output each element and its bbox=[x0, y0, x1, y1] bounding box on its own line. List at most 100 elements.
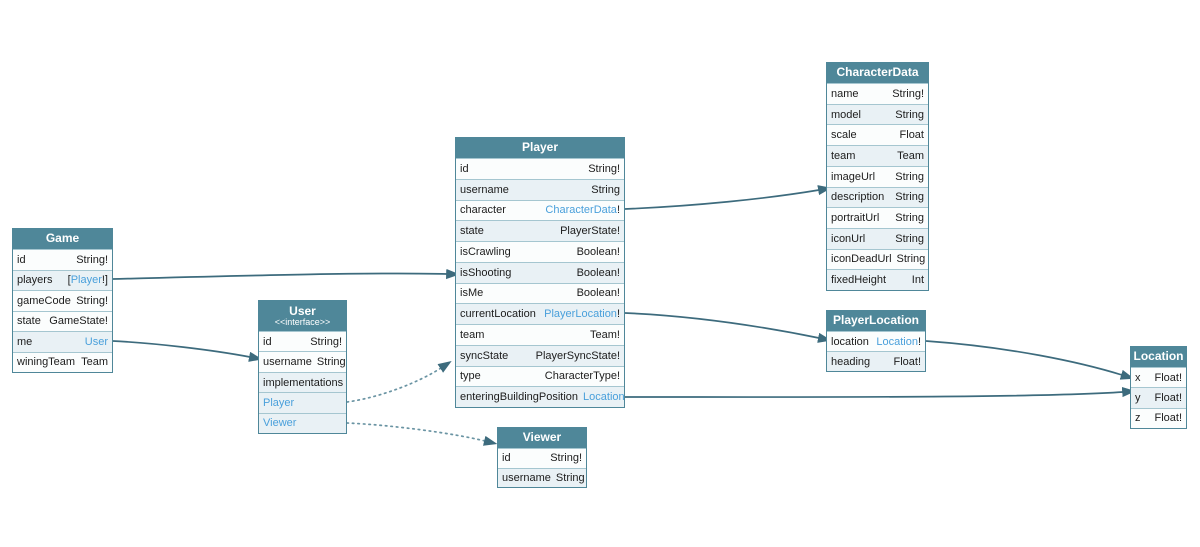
field-name: enteringBuildingPosition bbox=[460, 391, 579, 404]
type-link[interactable]: PlayerLocation bbox=[544, 308, 617, 321]
field-row-Player[interactable]: Player bbox=[259, 392, 346, 413]
field-row-id[interactable]: id String! bbox=[13, 249, 112, 270]
field-name: username bbox=[502, 471, 551, 484]
type-link[interactable]: Player bbox=[70, 274, 102, 287]
edge-playerlocation-location-to-location bbox=[925, 340, 1135, 380]
table-header-player[interactable]: Player bbox=[456, 138, 624, 158]
field-type: Float! bbox=[1154, 392, 1182, 404]
field-row-Viewer[interactable]: Viewer bbox=[259, 412, 346, 434]
field-name-link[interactable]: Viewer bbox=[263, 417, 297, 430]
edge-player-enteringposition-to-location bbox=[624, 386, 1136, 398]
field-name: players bbox=[17, 274, 53, 287]
field-name: model bbox=[831, 108, 861, 121]
field-type: PlayerLocation! bbox=[544, 308, 620, 320]
type-text: String bbox=[895, 232, 924, 245]
field-name: id bbox=[502, 452, 511, 465]
field-type: Boolean! bbox=[577, 267, 620, 279]
table-header-game[interactable]: Game bbox=[13, 229, 112, 249]
field-name: state bbox=[17, 315, 41, 328]
type-text: PlayerSyncState! bbox=[535, 349, 620, 362]
field-row-implementations[interactable]: implementations bbox=[259, 371, 346, 393]
type-text: String bbox=[895, 191, 924, 204]
type-link[interactable]: CharacterData bbox=[545, 204, 617, 217]
type-text: GameState! bbox=[49, 315, 108, 328]
field-type: Boolean! bbox=[577, 287, 620, 299]
field-type: String bbox=[895, 191, 924, 203]
table-title: Location bbox=[1133, 349, 1184, 364]
field-type: String bbox=[895, 233, 924, 245]
field-name: scale bbox=[831, 129, 857, 142]
field-type: String bbox=[591, 184, 620, 196]
field-row-model[interactable]: model String bbox=[827, 103, 928, 125]
table-header-user[interactable]: User<<interface>> bbox=[259, 301, 346, 331]
field-name: z bbox=[1135, 412, 1141, 425]
type-text: String bbox=[591, 183, 620, 196]
field-row-state[interactable]: state GameState! bbox=[13, 310, 112, 331]
field-type: String bbox=[895, 109, 924, 121]
field-name-link[interactable]: Player bbox=[263, 396, 295, 409]
type-text: Team! bbox=[590, 328, 620, 341]
field-row-state[interactable]: state PlayerState! bbox=[456, 220, 624, 241]
type-link[interactable]: User bbox=[84, 335, 108, 348]
field-type: Float! bbox=[893, 356, 921, 368]
table-header-viewer[interactable]: Viewer bbox=[498, 428, 586, 448]
field-type: PlayerSyncState! bbox=[536, 350, 620, 362]
field-row-enteringBuildingPosition[interactable]: enteringBuildingPosition Location bbox=[456, 386, 624, 407]
field-row-isMe[interactable]: isMe Boolean! bbox=[456, 282, 624, 304]
type-text: String bbox=[895, 108, 924, 121]
field-row-players[interactable]: players [Player!] bbox=[13, 269, 112, 290]
type-text: !] bbox=[101, 274, 108, 287]
type-link[interactable]: Location bbox=[583, 391, 624, 404]
field-name: state bbox=[460, 225, 484, 238]
edge-game-players-to-player bbox=[112, 268, 460, 280]
field-name: id bbox=[17, 253, 26, 266]
type-text: String bbox=[895, 170, 924, 183]
table-header-location[interactable]: Location bbox=[1131, 347, 1186, 367]
table-header-playerlocation[interactable]: PlayerLocation bbox=[827, 311, 925, 331]
field-name: isMe bbox=[460, 287, 484, 300]
field-type: Location! bbox=[876, 336, 921, 348]
type-text: Float! bbox=[893, 355, 921, 368]
field-name: type bbox=[460, 370, 481, 383]
type-text: [ bbox=[67, 274, 71, 287]
table-header-characterdata[interactable]: CharacterData bbox=[827, 63, 928, 83]
field-type: String! bbox=[76, 254, 108, 266]
field-type: PlayerState! bbox=[560, 225, 620, 237]
type-link[interactable]: Location bbox=[876, 335, 918, 348]
